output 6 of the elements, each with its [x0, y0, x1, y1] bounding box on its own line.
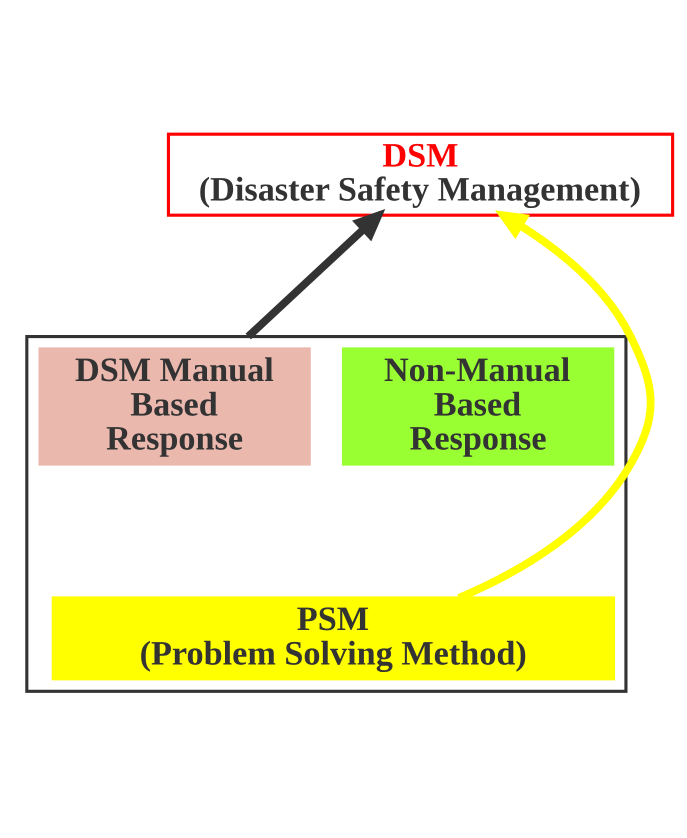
arrow	[246, 209, 386, 340]
node-box: PSM (Problem Solving Method)	[52, 596, 616, 680]
node-box: DSM (Disaster Safety Management)	[166, 132, 674, 217]
cluster	[25, 334, 628, 693]
node-box: DSM Manual Based Response	[38, 347, 311, 466]
node-box: Non-Manual Based Response	[342, 347, 614, 466]
